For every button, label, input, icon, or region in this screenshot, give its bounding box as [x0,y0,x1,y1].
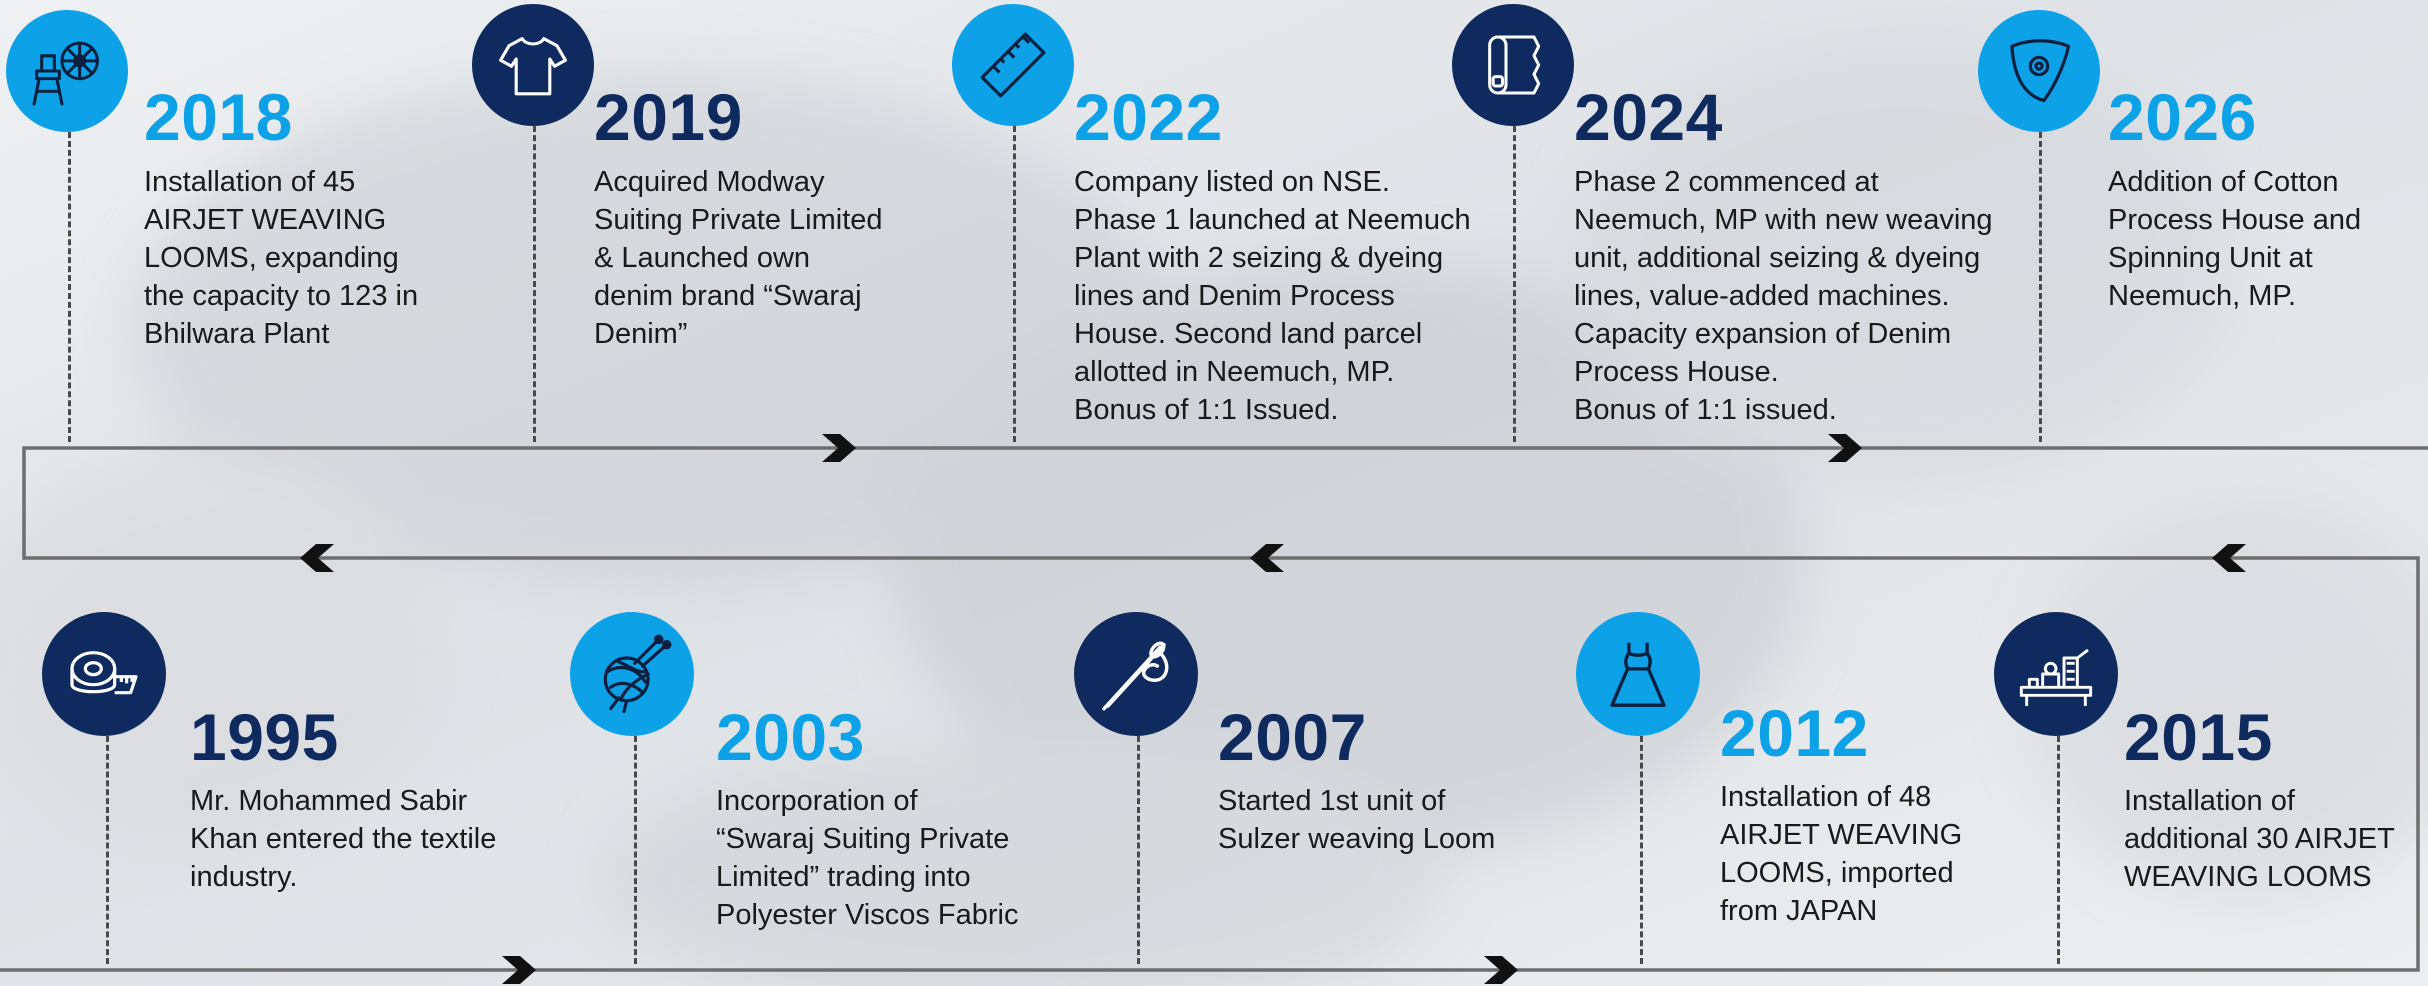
connector-line [634,736,637,964]
t-shirt-icon [472,4,594,126]
event-description: Installation of 48 AIRJET WEAVING LOOMS,… [1720,781,1963,927]
event-year: 2007 [1218,700,1367,774]
yarn-ball-icon [570,612,694,736]
event-year: 2026 [2108,80,2257,154]
arrow-left-icon [300,544,334,572]
event-year: 2024 [1574,80,1723,154]
event-description: Company listed on NSE. Phase 1 launched … [1074,166,1471,426]
textile-machine-icon [1994,612,2118,736]
event-description: Started 1st unit of Sulzer weaving Loom [1218,785,1496,855]
needle-thread-icon [1074,612,1198,736]
connector-line [1137,736,1140,964]
connector-line [68,132,71,442]
event-year: 2018 [144,80,293,154]
connector-line [2039,132,2042,442]
event-year: 1995 [190,700,339,774]
connector-line [106,736,109,964]
connector-line [2057,736,2060,964]
ruler-icon [952,4,1074,126]
connector-line [1013,126,1016,442]
event-description: Installation of additional 30 AIRJET WEA… [2124,785,2395,893]
arrow-left-icon [1250,544,1284,572]
event-description: Phase 2 commenced at Neemuch, MP with ne… [1574,166,1993,426]
connector-line [1513,126,1516,442]
arrow-right-icon [502,956,536,984]
tailor-chalk-icon [1978,10,2100,132]
fabric-roll-icon [1452,4,1574,126]
event-description: Acquired Modway Suiting Private Limited … [594,166,883,350]
connector-line [533,126,536,442]
event-year: 2015 [2124,700,2273,774]
arrow-left-icon [2212,544,2246,572]
event-year: 2019 [594,80,743,154]
arrow-right-icon [1484,956,1518,984]
arrow-right-icon [1828,434,1862,462]
connector-line [1640,736,1643,964]
event-description: Mr. Mohammed Sabir Khan entered the text… [190,785,497,893]
event-year: 2012 [1720,696,1869,770]
arrow-right-icon [822,434,856,462]
measuring-tape-icon [42,612,166,736]
event-year: 2003 [716,700,865,774]
event-description: Installation of 45 AIRJET WEAVING LOOMS,… [144,166,419,350]
dress-icon [1576,612,1700,736]
weaving-loom-icon [6,10,128,132]
event-description: Incorporation of “Swaraj Suiting Private… [716,785,1019,931]
event-description: Addition of Cotton Process House and Spi… [2108,166,2362,312]
event-year: 2022 [1074,80,1223,154]
